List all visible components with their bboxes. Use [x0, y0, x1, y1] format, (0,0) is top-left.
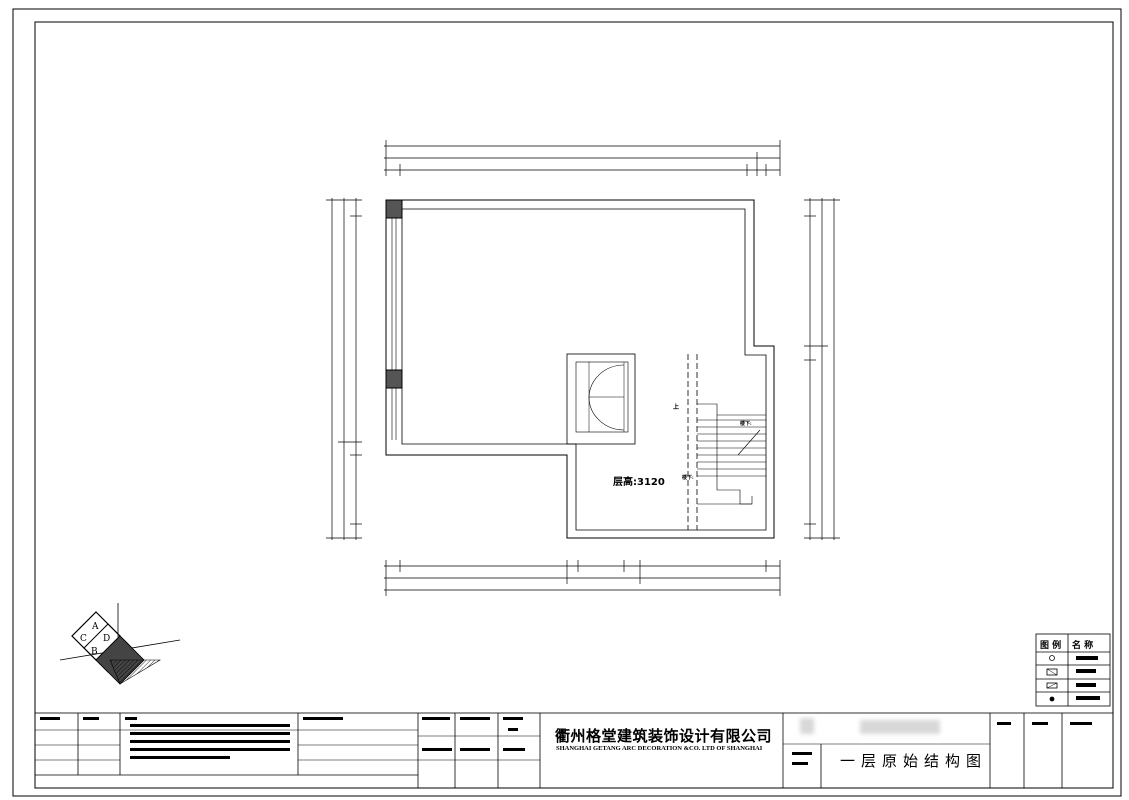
sheet-border-outer — [12, 8, 1122, 797]
dimension-lines — [326, 140, 840, 596]
floor-plan — [385, 199, 775, 539]
title-block — [34, 712, 1114, 789]
column — [385, 199, 403, 219]
panel-icon — [1046, 682, 1058, 689]
logo-letter-b: B — [91, 647, 98, 657]
ceiling-height-label: 层高:3120 — [613, 477, 665, 488]
logo-mark — [59, 603, 181, 685]
staircase — [697, 403, 766, 505]
redacted-project-name — [860, 720, 940, 734]
legend-header-name: 名 称 — [1072, 641, 1094, 651]
stair-down-label: 楼下: — [682, 476, 694, 481]
logo-letter-c: C — [80, 634, 87, 644]
dot-icon — [1049, 696, 1055, 702]
sheet-border-inner — [34, 21, 1114, 789]
elevator-shaft — [566, 353, 636, 445]
column — [385, 369, 403, 389]
circle-icon — [1049, 655, 1055, 661]
drawing-title: 一层原始结构图 — [840, 752, 988, 770]
stair-up-label: 上 — [673, 405, 680, 411]
company-name-cn: 衢州格堂建筑装饰设计有限公司 — [555, 727, 773, 745]
legend-table — [1035, 633, 1111, 707]
legend-header-icon: 图 例 — [1040, 641, 1062, 651]
redacted-logo — [800, 718, 814, 734]
logo-letter-d: D — [103, 634, 111, 644]
logo-letter-a: A — [92, 622, 99, 632]
stair-down-label: 楼下: — [740, 422, 752, 427]
company-name-en: SHANGHAI GETANG ARC DECORATION &CO. LTD … — [556, 745, 763, 752]
box-icon — [1046, 668, 1058, 676]
